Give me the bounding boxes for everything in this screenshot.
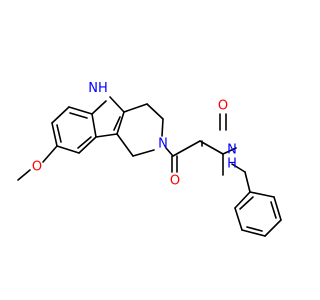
butanamide-chain — [165, 113, 237, 176]
amide-oxygen-label: O — [218, 99, 228, 114]
methoxy-group — [17, 145, 58, 181]
amide-hydrogen-label: H — [227, 157, 237, 172]
methoxy-oxygen-label: O — [32, 160, 42, 175]
indole-pyrrole-ring — [91, 96, 125, 138]
ketone-oxygen-label: O — [170, 174, 180, 189]
atom-labels: NH N O O O N H — [32, 81, 237, 189]
indole-nh-label: NH — [88, 81, 108, 96]
molecule-structure: NH N O O O N H — [17, 81, 282, 237]
amide-nitrogen-label: N — [227, 143, 237, 158]
ring-nitrogen-label: N — [158, 137, 168, 152]
piperidine-ring — [116, 103, 164, 157]
benzyl-group — [231, 163, 282, 237]
indole-benzene-ring — [51, 106, 97, 154]
